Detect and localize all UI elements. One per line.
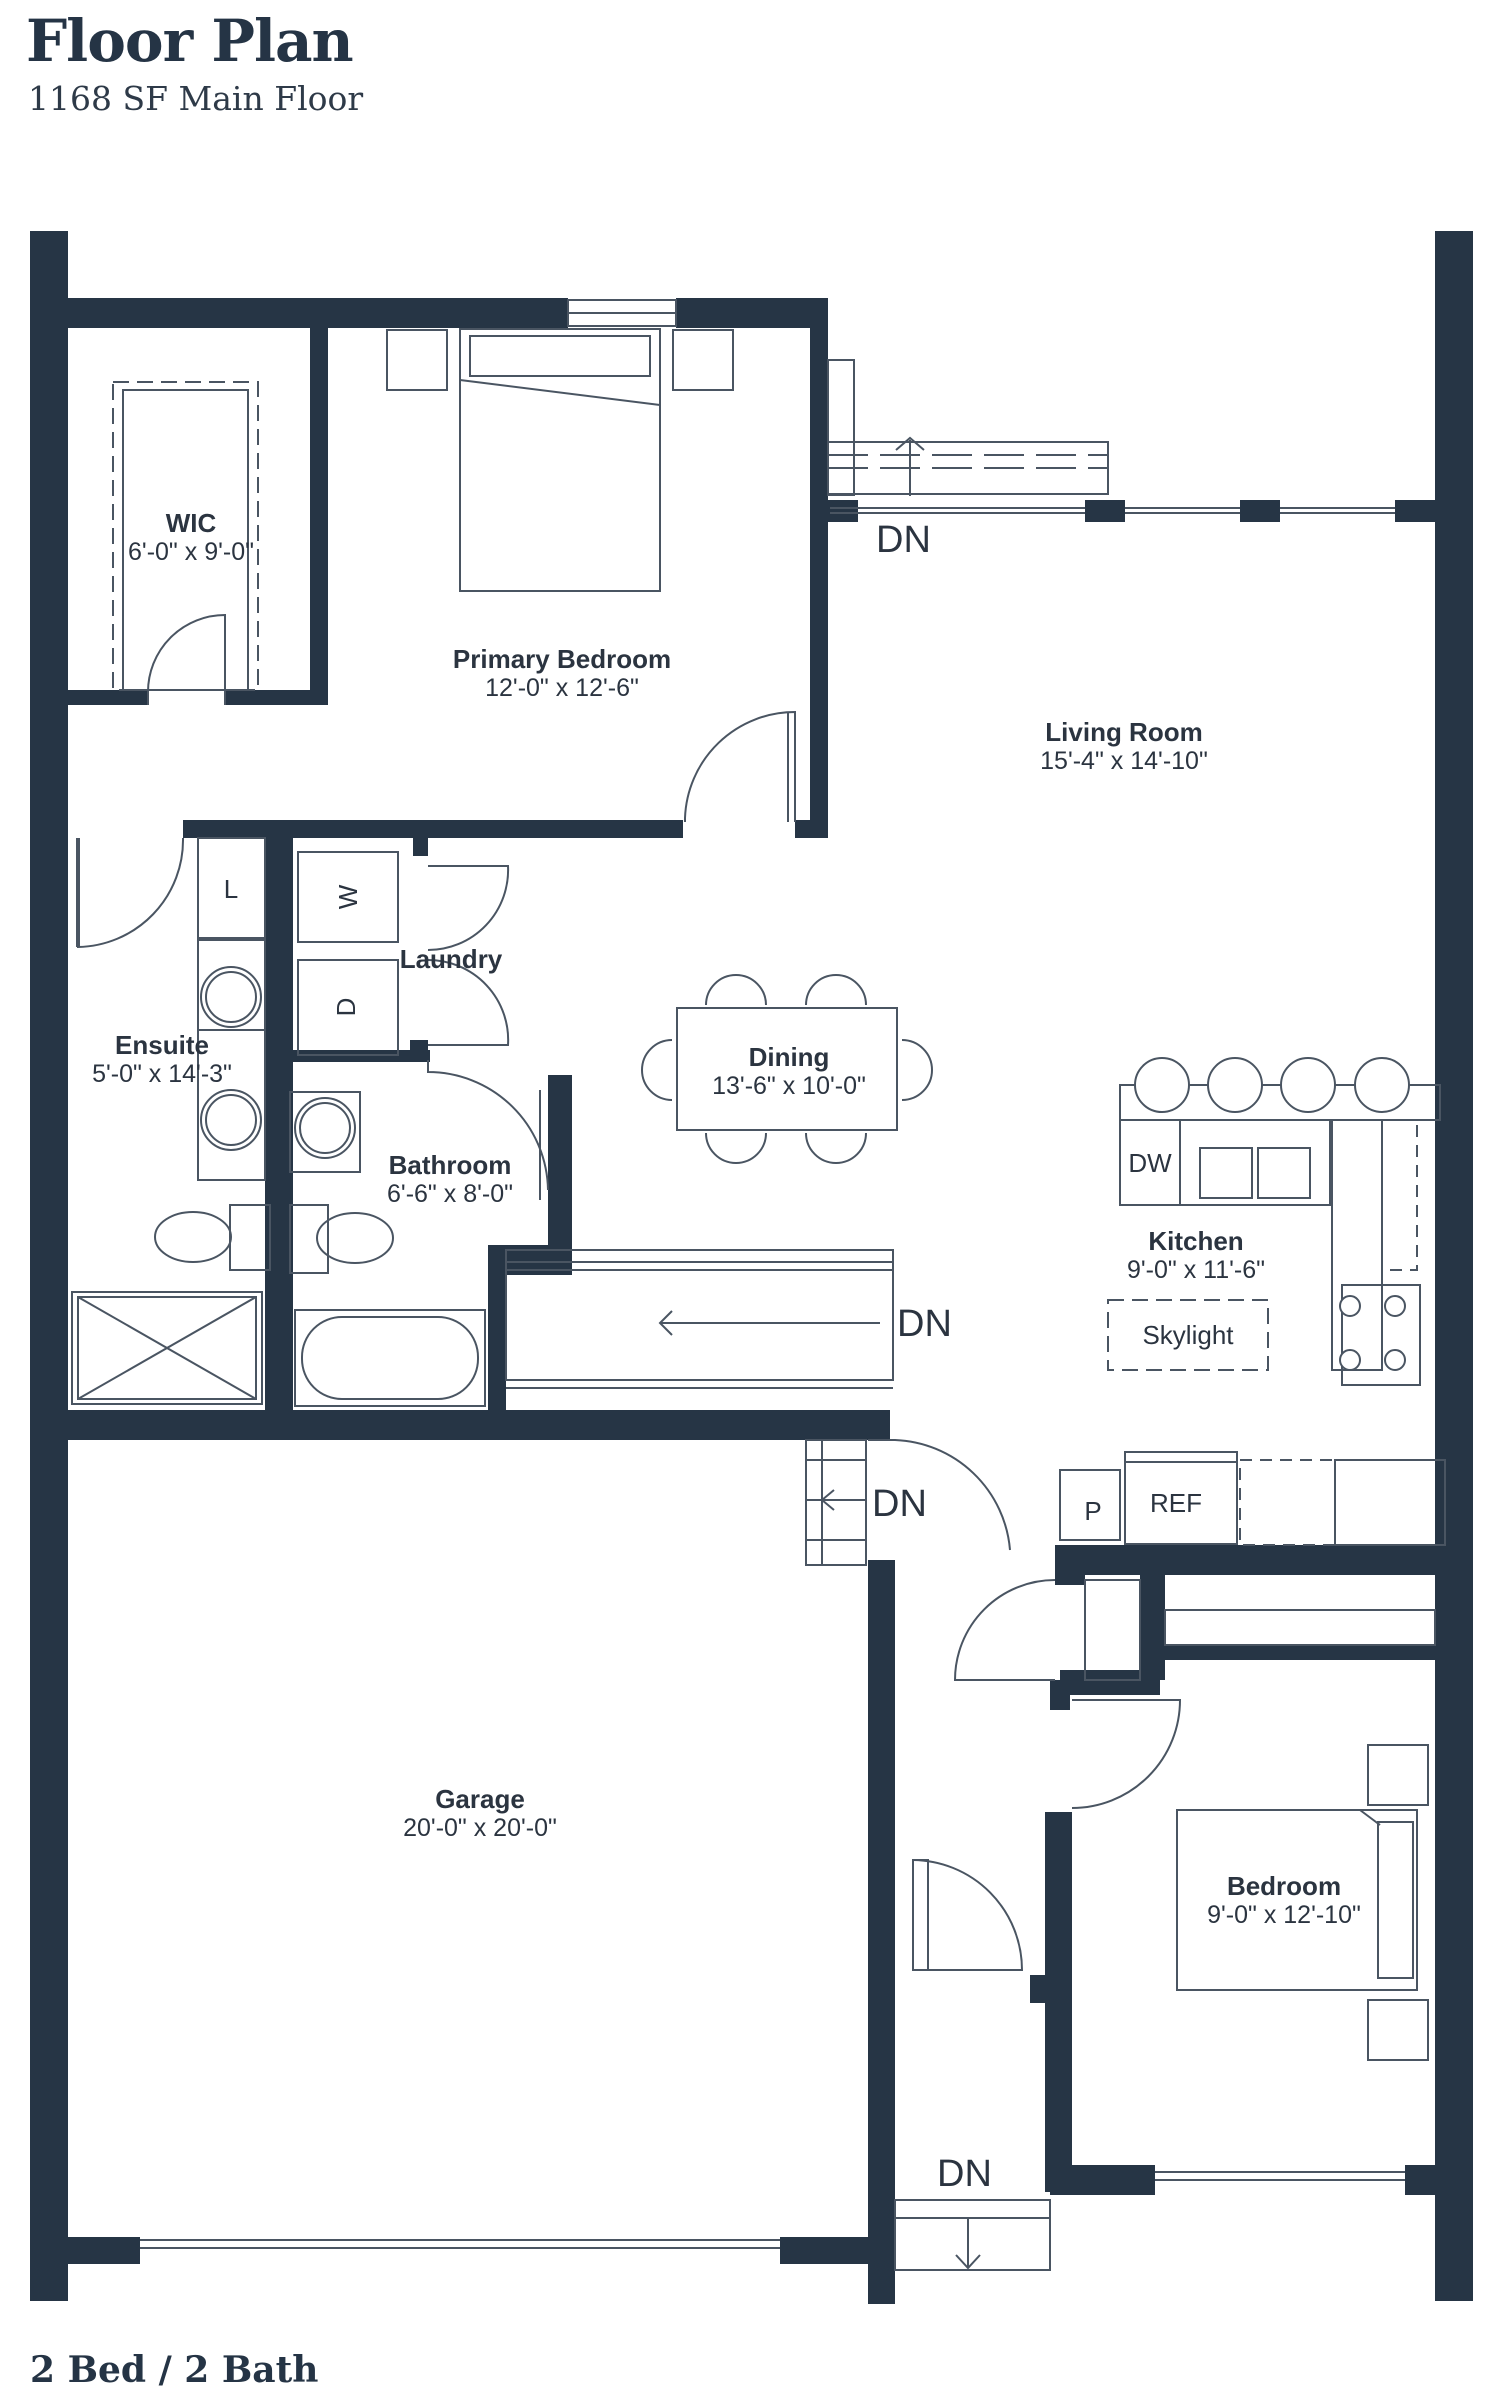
stair-labels: DN DN DN DN bbox=[872, 519, 992, 2195]
main-stairs-label: DN bbox=[897, 1303, 952, 1345]
laundry-name: Laundry bbox=[400, 944, 503, 974]
pantry-label: P bbox=[1084, 1496, 1101, 1526]
entry-stairs-label: DN bbox=[937, 2153, 992, 2195]
wic-dims: 6'-0" x 9'-0" bbox=[128, 538, 254, 566]
dryer-label: D bbox=[331, 998, 361, 1017]
bedroom-dims: 9'-0" x 12'-10" bbox=[1207, 1901, 1361, 1929]
room-labels: WIC 6'-0" x 9'-0" Primary Bedroom 12'-0"… bbox=[92, 508, 1361, 1929]
washer-label: W bbox=[333, 884, 363, 909]
fixture-labels: L W D DW Skylight P REF bbox=[224, 874, 1238, 1545]
primary-bedroom-name: Primary Bedroom bbox=[453, 644, 671, 674]
page-title: Floor Plan bbox=[26, 7, 354, 75]
bathroom-dims: 6'-6" x 8'-0" bbox=[387, 1180, 513, 1208]
page-subtitle: 1168 SF Main Floor bbox=[28, 79, 364, 118]
garage-dims: 20'-0" x 20'-0" bbox=[403, 1814, 557, 1842]
deck-stairs-label: DN bbox=[876, 519, 931, 561]
refrigerator-label: REF bbox=[1150, 1488, 1202, 1518]
living-room-dims: 15'-4" x 14'-10" bbox=[1040, 747, 1208, 775]
garage-name: Garage bbox=[435, 1784, 525, 1814]
walls bbox=[30, 231, 1473, 2304]
fixtures-lines bbox=[71, 299, 1446, 2271]
skylight-label: Skylight bbox=[1142, 1320, 1234, 1350]
kitchen-dims: 9'-0" x 11'-6" bbox=[1127, 1256, 1265, 1284]
linen-label: L bbox=[224, 874, 238, 904]
dining-dims: 13'-6" x 10'-0" bbox=[712, 1072, 866, 1100]
wic-name: WIC bbox=[166, 508, 217, 538]
ensuite-name: Ensuite bbox=[115, 1030, 209, 1060]
garage-stairs-label: DN bbox=[872, 1483, 927, 1525]
chairs bbox=[641, 974, 1410, 1371]
bedroom-name: Bedroom bbox=[1227, 1871, 1341, 1901]
ensuite-dims: 5'-0" x 14'-3" bbox=[92, 1060, 232, 1088]
bed-bath-summary: 2 Bed / 2 Bath bbox=[30, 2349, 319, 2391]
dining-name: Dining bbox=[749, 1042, 830, 1072]
kitchen-name: Kitchen bbox=[1148, 1226, 1243, 1256]
bathroom-name: Bathroom bbox=[389, 1150, 512, 1180]
dishwasher-label: DW bbox=[1128, 1148, 1172, 1178]
living-room-name: Living Room bbox=[1045, 717, 1202, 747]
primary-bedroom-dims: 12'-0" x 12'-6" bbox=[485, 674, 639, 702]
